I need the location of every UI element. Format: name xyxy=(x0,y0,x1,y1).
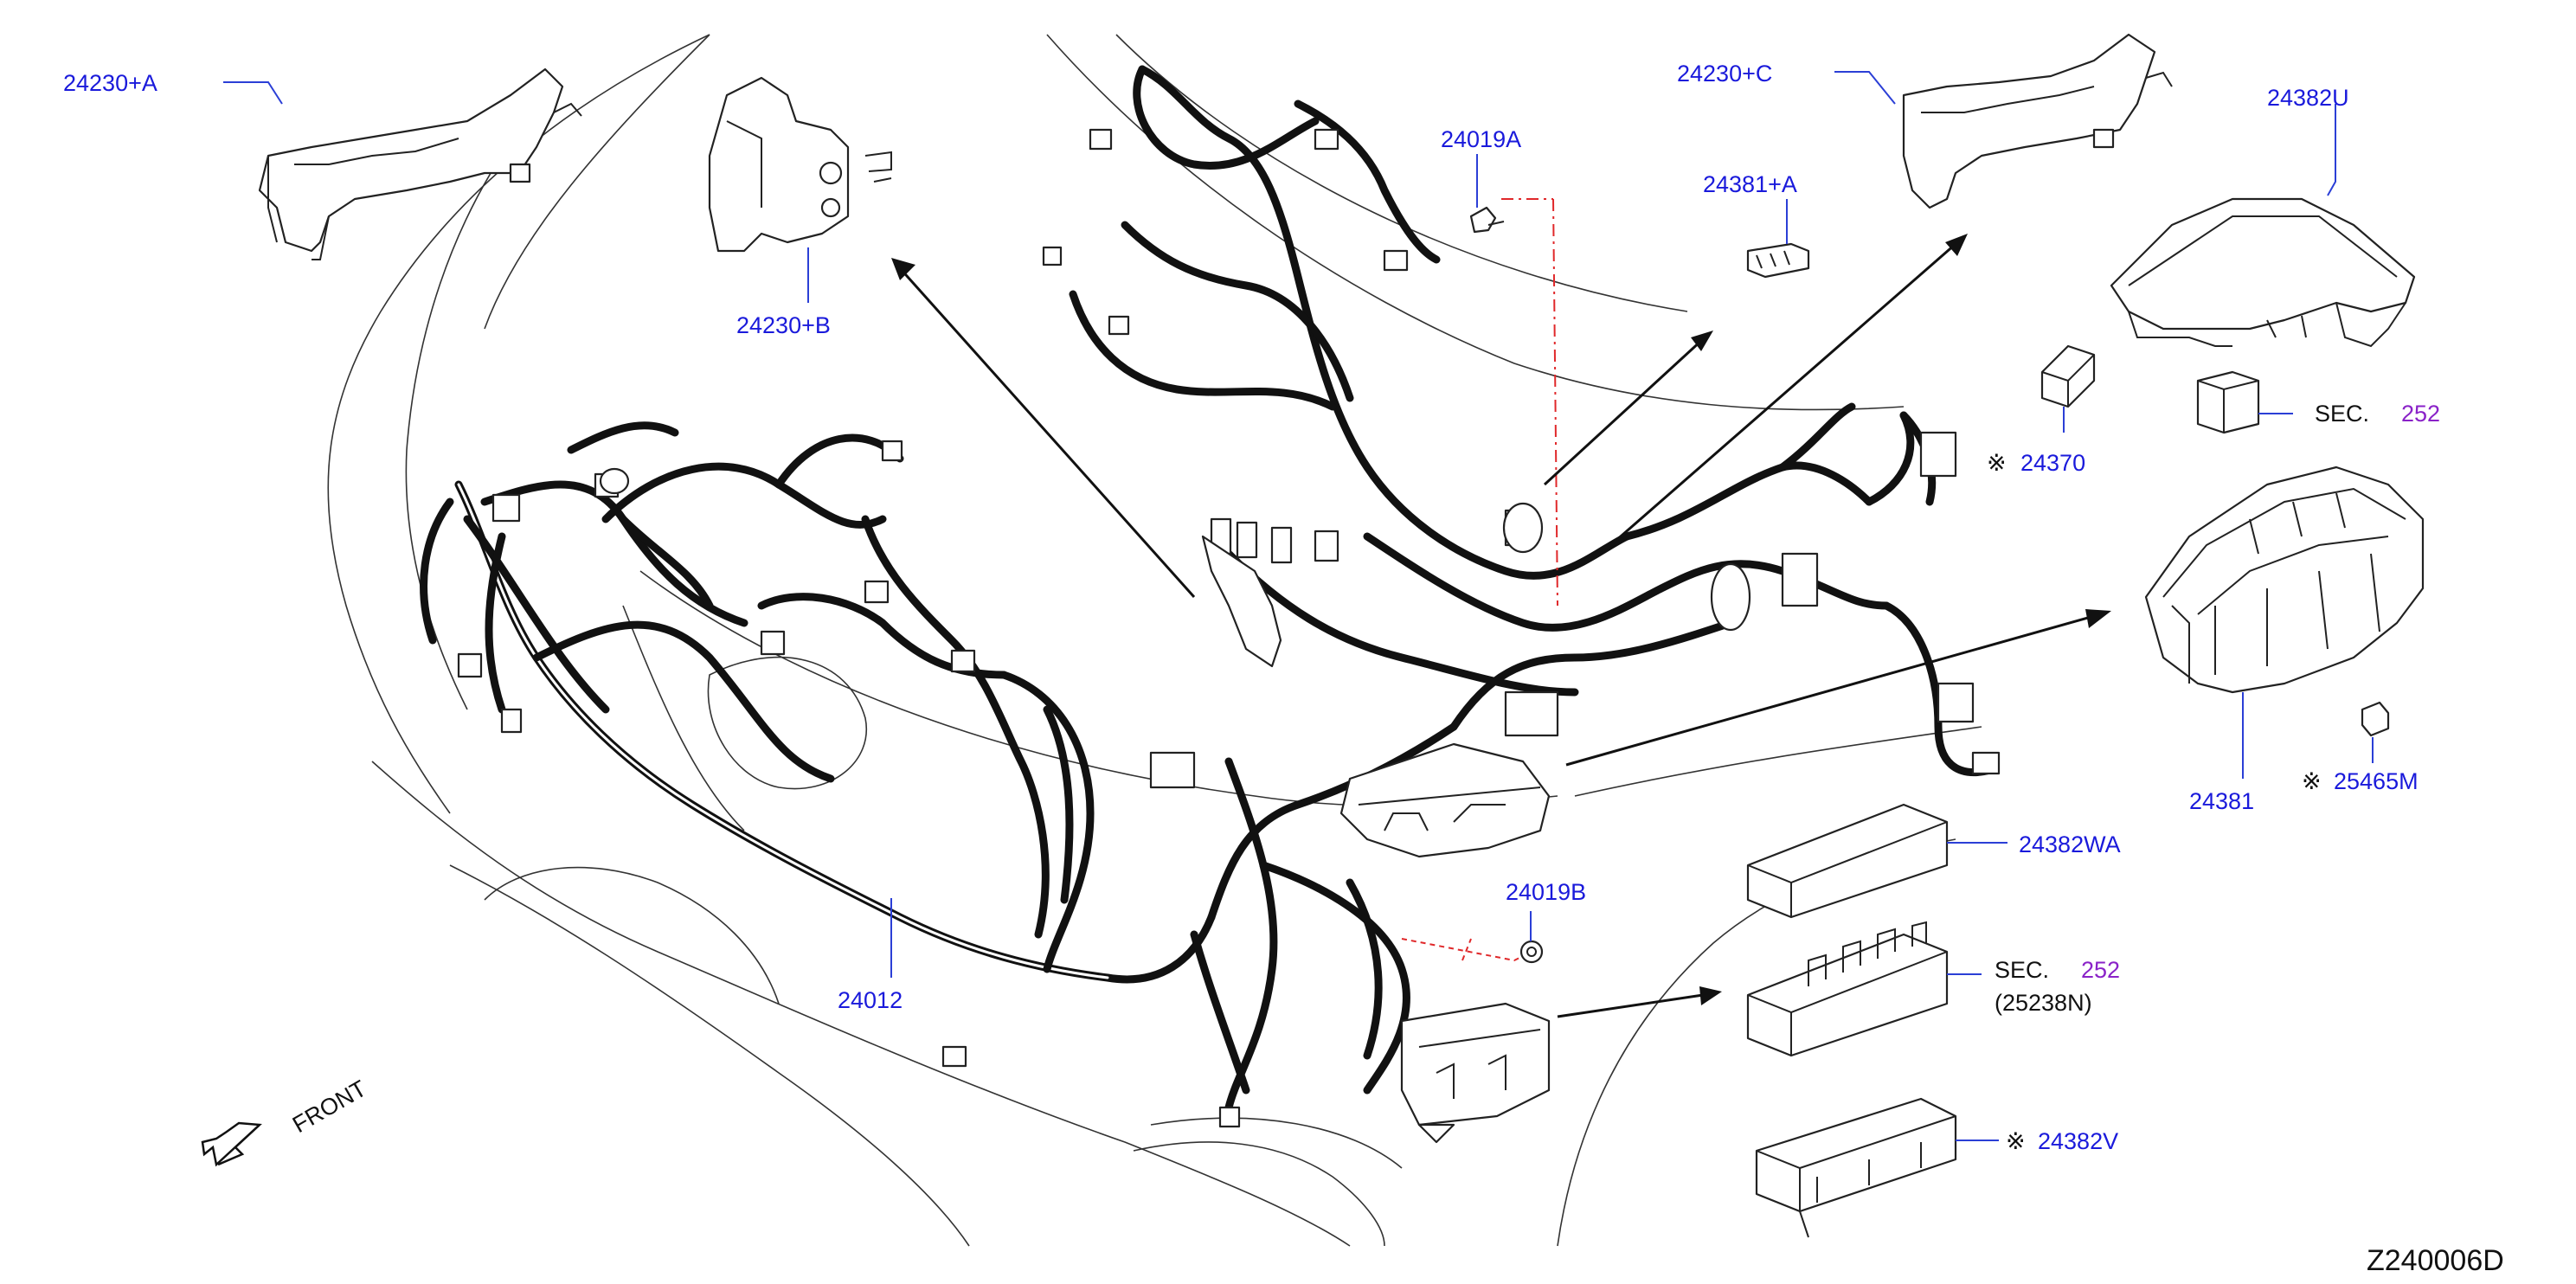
front-indicator: FRONT xyxy=(201,1075,371,1167)
bolt-24019a xyxy=(1469,206,1505,234)
front-label: FRONT xyxy=(288,1075,371,1138)
arrowhead xyxy=(1699,986,1722,1005)
callout-24382v: 24382V xyxy=(2038,1128,2118,1154)
arrowhead xyxy=(1691,331,1713,351)
callouts: 24230+A 24230+B 24230+C 24019A 24381+A 2… xyxy=(63,61,2504,1277)
nut-hole xyxy=(1526,947,1537,957)
arrowhead xyxy=(891,258,915,280)
connector xyxy=(491,493,521,523)
junction-box-center xyxy=(1339,742,1551,858)
part-24381-a xyxy=(1746,242,1810,279)
connector xyxy=(1236,521,1258,559)
bracket-hole xyxy=(819,161,843,185)
callout-24381-a: 24381+A xyxy=(1703,171,1797,197)
callout-24370: 24370 xyxy=(2020,450,2085,476)
callout-24381: 24381 xyxy=(2189,788,2254,814)
arrowhead xyxy=(1945,234,1968,256)
sec-part-lower: (25238N) xyxy=(1995,990,2092,1016)
leader-lines xyxy=(223,71,2374,1141)
front-arrow-icon xyxy=(201,1121,262,1167)
connector xyxy=(1781,552,1819,607)
callout-25465m: 25465M xyxy=(2334,768,2419,794)
connector xyxy=(1314,530,1339,562)
reference-arrows xyxy=(891,234,2111,1018)
fuse-25465m xyxy=(2361,701,2390,737)
cover-24382wa xyxy=(1746,803,1949,919)
connector xyxy=(950,649,976,673)
note-mark-24382v: ※ xyxy=(2006,1128,2026,1154)
connector xyxy=(881,440,903,462)
bracket-center-left xyxy=(1201,535,1282,668)
bracket-24230-c xyxy=(1902,33,2173,209)
note-mark-25465m: ※ xyxy=(2302,768,2322,794)
note-mark-24370: ※ xyxy=(1987,450,2007,476)
grommet xyxy=(1710,562,1751,632)
connector xyxy=(1314,128,1339,151)
connector xyxy=(1042,246,1063,266)
bracket-hole xyxy=(820,197,841,218)
connector xyxy=(941,1045,967,1068)
cover-24382u xyxy=(2110,197,2416,348)
connector xyxy=(760,630,786,656)
connector xyxy=(1108,315,1130,336)
callout-24382wa: 24382WA xyxy=(2019,831,2121,857)
clip xyxy=(1502,502,1544,554)
connector xyxy=(457,652,483,678)
connector xyxy=(1089,128,1113,151)
drawing-code: Z240006D xyxy=(2367,1244,2504,1277)
callout-24230-c: 24230+C xyxy=(1677,61,1772,87)
callout-24230-b: 24230+B xyxy=(736,312,831,338)
connector xyxy=(1218,1106,1241,1128)
relay-block-front xyxy=(1400,1002,1551,1144)
sec-prefix-lower: SEC. xyxy=(1995,957,2049,983)
connector xyxy=(500,708,523,734)
sec-ref-lower: 252 xyxy=(2081,957,2120,983)
box-24381 xyxy=(2144,465,2425,694)
connector xyxy=(1270,526,1293,564)
connector xyxy=(1504,690,1559,737)
nut xyxy=(1519,940,1544,964)
arrowhead xyxy=(2085,609,2111,628)
relay-24370 xyxy=(2040,344,2096,408)
sec-ref-upper: 252 xyxy=(2401,401,2440,427)
connector xyxy=(1971,751,2001,775)
bracket-hole xyxy=(509,163,531,183)
callout-24012: 24012 xyxy=(838,987,903,1013)
clip xyxy=(599,467,630,495)
cover-24382v xyxy=(1755,1097,1957,1238)
bracket-hole xyxy=(2092,128,2115,149)
connector xyxy=(1383,249,1409,272)
bracket-24230-a xyxy=(258,67,582,260)
sec-prefix-upper: SEC. xyxy=(2315,401,2369,427)
nut-24019b xyxy=(1519,940,1544,964)
harness-connectors xyxy=(457,128,2001,1128)
connector xyxy=(864,580,890,604)
connector xyxy=(1919,431,1957,478)
box-25238n xyxy=(1746,921,1949,1057)
callout-24019b: 24019B xyxy=(1506,879,1586,905)
relay-upper xyxy=(2196,370,2260,434)
callout-24382u: 24382U xyxy=(2267,85,2349,111)
connector xyxy=(1937,682,1975,723)
connector xyxy=(1149,751,1196,789)
callout-24230-a: 24230+A xyxy=(63,70,157,96)
bracket-24230-b xyxy=(708,76,892,253)
callout-24019a: 24019A xyxy=(1441,126,1521,152)
